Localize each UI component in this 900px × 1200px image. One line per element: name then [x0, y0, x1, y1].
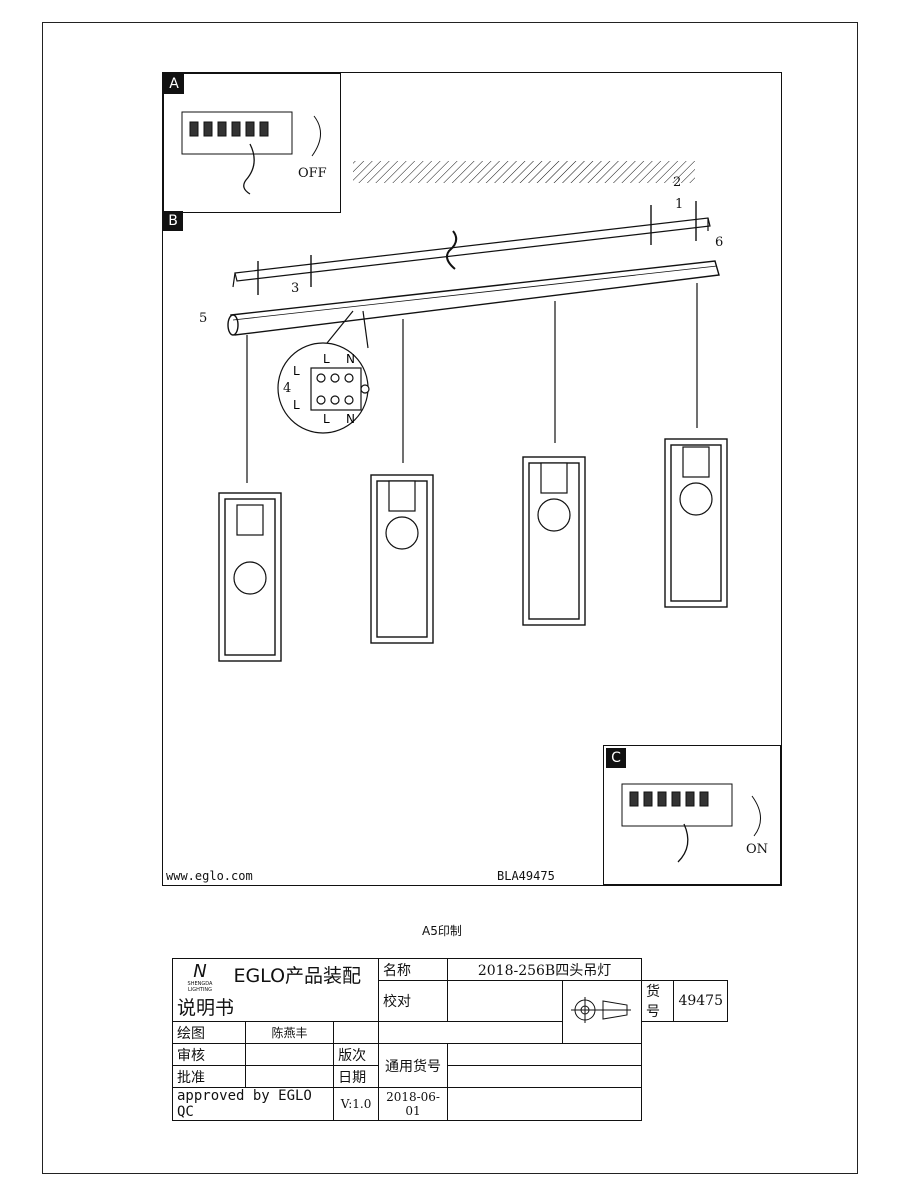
date-label: 日期 [333, 1065, 380, 1088]
step-6: 6 [715, 235, 724, 250]
review-label: 审核 [172, 1043, 246, 1066]
version-label: 版次 [333, 1043, 380, 1066]
drawing-label: 绘图 [172, 1021, 246, 1044]
terminal-bottom-n: N [346, 412, 355, 426]
date-value: 2018-06-01 [378, 1087, 449, 1121]
lamp-bar [227, 260, 720, 336]
terminal-top-n: N [346, 352, 355, 366]
drawing-value: 陈燕丰 [244, 1021, 335, 1044]
step-5: 5 [199, 311, 208, 326]
page-border [42, 22, 858, 1174]
panel-c-label: ON [746, 842, 769, 857]
proofread-label: 校对 [378, 980, 449, 1022]
ceiling-hatch [353, 161, 695, 183]
terminal-bottom-l2: L [323, 412, 330, 426]
panel-c-badge: C [606, 748, 626, 768]
step-4: 4 [283, 381, 292, 396]
title-block: N SHENGDA LIGHTING EGLO产品装配说明书 名称 2018-2… [171, 958, 728, 1121]
drawing-code: BLA49475 [497, 869, 555, 883]
assembly-illustration: L L N L L N [218, 161, 728, 662]
projection-symbol [562, 980, 643, 1044]
panel-a-label: OFF [298, 166, 327, 181]
mounting-bracket [232, 217, 711, 288]
print-size-note: A5印制 [422, 924, 462, 938]
approve-label: 批准 [172, 1065, 246, 1088]
document-title: EGLO产品装配说明书 [177, 964, 362, 1019]
lamp-shades [218, 438, 728, 662]
approved-by-text: approved by EGLO QC [171, 1087, 335, 1121]
terminal-top-l1: L [293, 364, 300, 378]
screws [257, 201, 697, 295]
assembly-drawing: L L N L L N 1 2 3 4 5 6 [162, 72, 782, 886]
step-2: 2 [673, 175, 682, 190]
panel-c-switch-on: C ON [603, 745, 781, 885]
item-no-label: 货号 [641, 980, 675, 1022]
step-3: 3 [291, 281, 300, 296]
title-cell: N SHENGDA LIGHTING EGLO产品装配说明书 [171, 958, 380, 1022]
breaker-on-illustration [621, 783, 761, 863]
step-1: 1 [675, 197, 684, 212]
item-no-value: 49475 [673, 980, 728, 1022]
version-value: V:1.0 [333, 1087, 380, 1121]
terminal-block-callout [277, 310, 370, 434]
panel-a-badge: A [164, 74, 184, 94]
bulbs [233, 446, 713, 595]
panel-b-badge: B [163, 211, 183, 231]
panel-a-switch-off: A OFF [163, 73, 341, 213]
company-logo: N SHENGDA LIGHTING [187, 960, 213, 993]
terminal-top-l2: L [323, 352, 330, 366]
website-url: www.eglo.com [166, 869, 253, 883]
name-value: 2018-256B四头吊灯 [447, 958, 643, 981]
name-label: 名称 [378, 958, 449, 981]
breaker-off-illustration [181, 111, 321, 195]
terminal-bottom-l1: L [293, 398, 300, 412]
projection-symbol-icon [571, 997, 632, 1023]
general-label: 通用货号 [378, 1043, 449, 1088]
pendant-cords [246, 283, 698, 483]
